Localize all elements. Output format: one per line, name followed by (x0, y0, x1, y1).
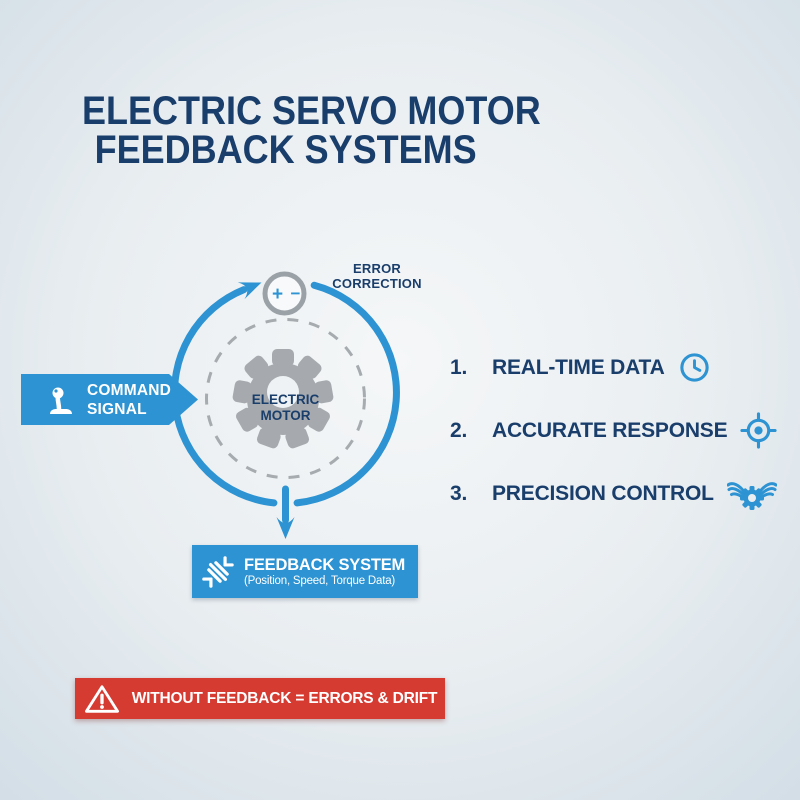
error-correction-label: ERROR CORRECTION (322, 261, 432, 291)
title-line1: ELECTRIC SERVO MOTOR (82, 89, 541, 133)
electric-motor-label: ELECTRIC MOTOR (223, 392, 348, 424)
warning-text: WITHOUT FEEDBACK = ERRORS & DRIFT (131, 689, 438, 707)
clock-icon (678, 351, 711, 384)
feedback-system-title: FEEDBACK SYSTEM (244, 555, 406, 574)
feedback-system-label: FEEDBACK SYSTEM (Position, Speed, Torque… (244, 556, 405, 588)
error-correction-line2: CORRECTION (332, 276, 422, 291)
motor-label-line2: MOTOR (260, 408, 311, 423)
benefit-label: REAL-TIME DATA (492, 355, 665, 379)
command-signal-line1: COMMAND (87, 381, 172, 399)
inner-dashed-circle (205, 318, 366, 479)
page-title: ELECTRIC SERVO MOTOR FEEDBACK SYSTEMS (82, 89, 541, 172)
minus-sign: − (291, 284, 301, 303)
benefit-number: 1. (450, 355, 468, 379)
title-line2: FEEDBACK SYSTEMS (94, 128, 477, 172)
benefit-number: 2. (450, 418, 468, 442)
target-icon (740, 412, 778, 449)
warning-banner: WITHOUT FEEDBACK = ERRORS & DRIFT (75, 678, 445, 719)
winged-gear-icon (726, 474, 777, 514)
benefits-list: 1. REAL-TIME DATA 2. ACCURATE RESPONSE (450, 336, 778, 525)
benefit-row-accurate-response: 2. ACCURATE RESPONSE (450, 399, 778, 462)
gear-icon (232, 349, 334, 449)
benefit-number: 3. (450, 481, 468, 505)
loop-arc-right (293, 281, 400, 507)
command-signal-label: COMMAND SIGNAL (87, 381, 171, 419)
benefit-row-precision-control: 3. PRECISION CONTROL (450, 462, 777, 525)
benefit-row-real-time-data: 1. REAL-TIME DATA (450, 336, 777, 399)
error-correction-line1: ERROR (353, 261, 401, 276)
motor-label-line1: ELECTRIC (251, 392, 320, 407)
benefit-label: ACCURATE RESPONSE (492, 418, 728, 442)
benefit-label: PRECISION CONTROL (492, 481, 714, 505)
vibration-signal-icon (202, 555, 234, 588)
plus-sign: + (272, 284, 283, 305)
summing-junction-circle (262, 271, 307, 316)
joystick-icon (50, 387, 72, 414)
warning-triangle-icon (84, 684, 119, 713)
feedback-system-subtitle: (Position, Speed, Torque Data) (244, 574, 396, 587)
feedback-system-box: FEEDBACK SYSTEM (Position, Speed, Torque… (192, 545, 418, 598)
feedback-loop-diagram: + − (171, 271, 400, 539)
command-signal-banner: COMMAND SIGNAL (21, 374, 198, 425)
command-signal-line2: SIGNAL (87, 400, 147, 418)
